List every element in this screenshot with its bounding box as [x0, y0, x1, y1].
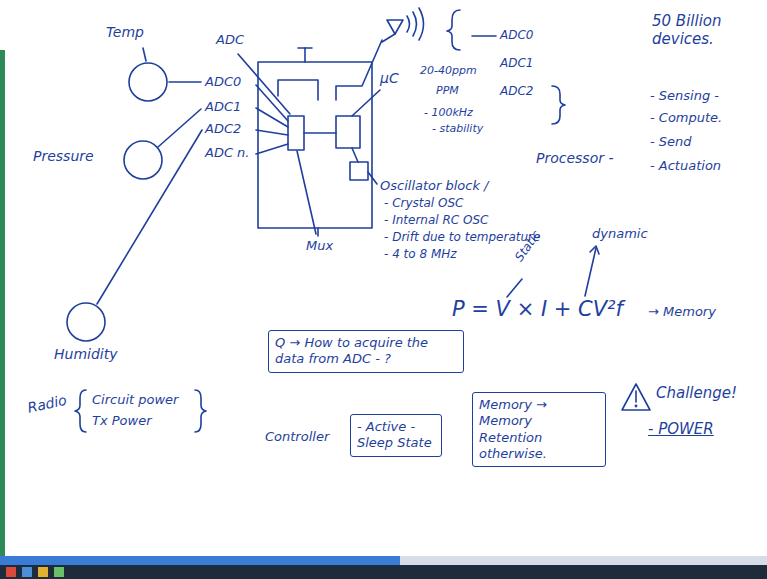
pin-label: ADC1: [500, 56, 533, 70]
taskbar-icon: [6, 567, 16, 577]
sensor-wire: [97, 130, 202, 304]
state-box: Controller- Active - Sleep State: [350, 414, 442, 457]
leader-line: [352, 90, 380, 116]
note-item: - 4 to 8 MHz: [384, 247, 457, 261]
pin-label: ADC2: [500, 84, 533, 98]
leader-line: [368, 172, 377, 184]
note-item: - Crystal OSC: [384, 196, 463, 210]
pin-stub: [304, 48, 306, 62]
radio-trace: [278, 40, 382, 100]
annotation-arrow: [585, 248, 596, 296]
spec-note: - 100kHz: [424, 106, 473, 119]
leader-line: [238, 54, 290, 114]
warning-mark: [635, 391, 637, 402]
group-label: Radio: [26, 392, 68, 417]
progress-track: [0, 556, 767, 565]
annotation-label: → Memory: [648, 304, 716, 320]
side-strip: [0, 50, 5, 556]
note-item: - Actuation: [650, 158, 721, 174]
note-heading: Oscillator block /: [380, 178, 489, 194]
arrow-head: [590, 246, 599, 254]
note-item: - Internal RC OSC: [384, 213, 488, 227]
brace: [552, 86, 565, 124]
sensor-circle: Pressure: [123, 140, 163, 180]
leader-line: [143, 48, 146, 61]
note-item: - Compute.: [650, 110, 722, 126]
progress-bar: [0, 556, 400, 565]
warning-dot: [635, 405, 638, 408]
note-item: - Send: [650, 134, 692, 150]
mux-block: [288, 116, 304, 150]
taskbar: [0, 565, 767, 579]
state-list: - Active - Sleep State: [357, 419, 435, 452]
circle-outline: [66, 302, 106, 342]
radio-waves: [407, 8, 424, 40]
note-item: - Drift due to temperature: [384, 230, 540, 244]
adc-wire: [256, 85, 288, 121]
note-item: Tx Power: [92, 413, 152, 429]
block-label: ADC: [216, 32, 244, 48]
annotation-label: dynamic: [592, 226, 648, 242]
power-equation: P = V × I + CV²f: [452, 297, 623, 322]
antenna-symbol: [387, 20, 403, 34]
oscillator-block: [350, 162, 368, 180]
circle-outline: [123, 140, 163, 180]
annotation-arrow: [507, 279, 522, 297]
sensor-wire: [169, 81, 201, 83]
question-box: Q → How to acquire the data from ADC - ?: [268, 330, 464, 373]
microcontroller-block: [336, 116, 360, 148]
leader-line: [297, 151, 316, 234]
brace: [447, 10, 460, 50]
note-text: Memory → Memory Retention otherwise.: [479, 397, 599, 462]
chip-outline: [258, 62, 372, 228]
block-label: Mux: [306, 238, 333, 254]
note-item: - Sensing -: [650, 88, 719, 104]
adc-wire: [256, 108, 288, 127]
warning-label: Challenge!: [656, 384, 737, 402]
note-item: Circuit power: [92, 392, 178, 408]
sensor-circle: Temp: [128, 62, 168, 102]
pin-label: ADC1: [205, 99, 241, 115]
pin-label: ADC0: [500, 28, 533, 42]
bus-wire: [304, 132, 336, 134]
warning-label: - POWER: [648, 420, 714, 438]
note-heading: Processor -: [536, 150, 614, 167]
taskbar-icon: [54, 567, 64, 577]
circle-outline: [128, 62, 168, 102]
taskbar-icon: [38, 567, 48, 577]
sensor-circle: Humidity: [66, 302, 106, 342]
dash-stroke: [472, 35, 496, 37]
sensor-label: Humidity: [54, 346, 117, 364]
spec-note: 20-40ppm: [420, 64, 477, 77]
pin-label: ADC2: [205, 121, 241, 137]
antenna-mast: [382, 34, 395, 42]
taskbar-icon: [22, 567, 32, 577]
sensor-circle-outline: [124, 141, 162, 179]
note-heading: 50 Billion devices.: [652, 12, 752, 48]
brace: [75, 390, 86, 432]
warning-triangle: [622, 384, 650, 410]
spec-note: - stability: [432, 122, 483, 135]
sensor-label: Temp: [106, 24, 144, 42]
pin-stub: [317, 228, 319, 236]
adc-wire: [256, 130, 288, 135]
question-text: Q → How to acquire the data from ADC - ?: [275, 335, 457, 368]
pin-stub: [298, 47, 312, 49]
pin-label: ADC n.: [205, 145, 249, 161]
bus-wire: [352, 148, 358, 162]
spec-note: PPM: [436, 84, 459, 97]
adc-wire: [256, 144, 288, 154]
sensor-circle-outline: [129, 63, 167, 101]
brace: [195, 390, 206, 432]
pin-label: ADC0: [205, 74, 241, 90]
note-box: Memory → Memory Retention otherwise.: [472, 392, 606, 467]
sensor-label: Pressure: [33, 148, 94, 166]
box-heading: Controller: [265, 429, 329, 445]
sensor-circle-outline: [67, 303, 105, 341]
block-label: μC: [380, 70, 399, 87]
